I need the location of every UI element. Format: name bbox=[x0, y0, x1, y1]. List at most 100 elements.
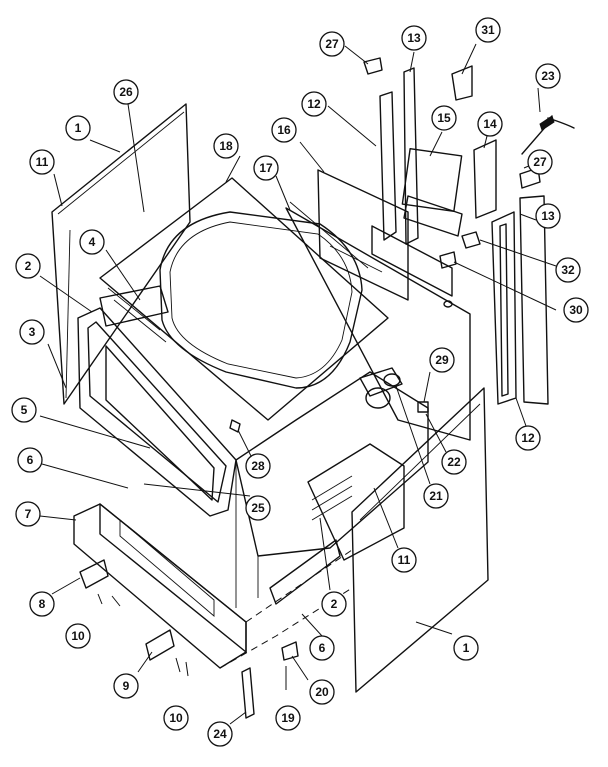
burner-parts bbox=[359, 367, 429, 413]
callout-bubble bbox=[301, 91, 327, 117]
callout-bubble bbox=[79, 229, 105, 255]
callout-27: 27 bbox=[319, 31, 345, 57]
callout-number: 32 bbox=[561, 263, 575, 277]
callout-17: 17 bbox=[253, 155, 279, 181]
callout-20: 20 bbox=[309, 679, 335, 705]
oven-body bbox=[235, 371, 429, 608]
callout-number: 27 bbox=[533, 155, 547, 169]
callout-31: 31 bbox=[475, 17, 501, 43]
callout-bubble bbox=[275, 705, 301, 731]
callout-bubble bbox=[431, 105, 457, 131]
callout-bubble bbox=[401, 25, 427, 51]
upper-side-trim bbox=[379, 67, 463, 245]
callout-number: 8 bbox=[39, 597, 46, 611]
callout-number: 2 bbox=[25, 259, 32, 273]
callout-number: 5 bbox=[21, 403, 28, 417]
callout-number: 6 bbox=[27, 453, 34, 467]
callout-number: 1 bbox=[75, 121, 82, 135]
callout-number: 12 bbox=[307, 97, 321, 111]
callout-number: 27 bbox=[325, 37, 339, 51]
callout-bubble bbox=[527, 149, 553, 175]
callout-bubble bbox=[113, 673, 139, 699]
callout-bubble bbox=[245, 453, 271, 479]
callout-number: 11 bbox=[36, 155, 49, 169]
callout-11: 11 bbox=[391, 547, 417, 573]
callout-bubble bbox=[213, 133, 239, 159]
callout-bubble bbox=[515, 425, 541, 451]
kick-panel bbox=[73, 503, 353, 669]
callout-bubble bbox=[113, 79, 139, 105]
callout-30: 30 bbox=[563, 297, 589, 323]
callout-8: 8 bbox=[29, 591, 55, 617]
callout-number: 14 bbox=[483, 117, 497, 131]
callout-bubble bbox=[563, 297, 589, 323]
callout-25: 25 bbox=[245, 495, 271, 521]
callout-number: 25 bbox=[251, 501, 265, 515]
callout-bubble bbox=[11, 397, 37, 423]
callout-bubble bbox=[555, 257, 581, 283]
callout-22: 22 bbox=[441, 449, 467, 475]
callout-bubble bbox=[207, 721, 233, 747]
callout-bubble bbox=[535, 203, 561, 229]
callout-bubble bbox=[429, 347, 455, 373]
callout-14: 14 bbox=[477, 111, 503, 137]
callout-bubble bbox=[309, 635, 335, 661]
callout-number: 30 bbox=[569, 303, 583, 317]
callout-number: 29 bbox=[435, 353, 449, 367]
oven-top bbox=[99, 177, 389, 421]
leader-lines bbox=[39, 43, 557, 725]
right-side-panel bbox=[351, 387, 489, 693]
callout-6: 6 bbox=[309, 635, 335, 661]
callout-bubble bbox=[477, 111, 503, 137]
callout-bubble bbox=[15, 253, 41, 279]
callout-5: 5 bbox=[11, 397, 37, 423]
callout-3: 3 bbox=[19, 319, 45, 345]
callout-23: 23 bbox=[535, 63, 561, 89]
callout-bubble bbox=[65, 115, 91, 141]
callout-21: 21 bbox=[423, 483, 449, 509]
callout-number: 15 bbox=[437, 111, 451, 125]
callout-bubble bbox=[535, 63, 561, 89]
callout-number: 28 bbox=[251, 459, 265, 473]
right-side-trim bbox=[491, 195, 549, 405]
callout-number: 21 bbox=[429, 489, 443, 503]
callout-bubble bbox=[245, 495, 271, 521]
callout-number: 10 bbox=[71, 629, 85, 643]
callout-4: 4 bbox=[79, 229, 105, 255]
callout-bubble bbox=[475, 17, 501, 43]
callout-bubble bbox=[163, 705, 189, 731]
callout-29: 29 bbox=[429, 347, 455, 373]
callout-32: 32 bbox=[555, 257, 581, 283]
callout-bubble bbox=[321, 591, 347, 617]
callout-bubble bbox=[423, 483, 449, 509]
callout-1: 1 bbox=[65, 115, 91, 141]
callout-bubble bbox=[319, 31, 345, 57]
callout-number: 13 bbox=[407, 31, 421, 45]
callout-number: 1 bbox=[463, 641, 470, 655]
callout-bubble bbox=[19, 319, 45, 345]
callout-number: 24 bbox=[213, 727, 227, 741]
callout-2: 2 bbox=[15, 253, 41, 279]
callout-bubble bbox=[391, 547, 417, 573]
callout-15: 15 bbox=[431, 105, 457, 131]
callout-1: 1 bbox=[453, 635, 479, 661]
hinges-and-screws bbox=[79, 419, 299, 719]
callout-number: 4 bbox=[89, 235, 96, 249]
callout-number: 9 bbox=[123, 679, 130, 693]
rear-assembly bbox=[285, 169, 471, 441]
callout-2: 2 bbox=[321, 591, 347, 617]
callout-24: 24 bbox=[207, 721, 233, 747]
callout-bubble bbox=[29, 591, 55, 617]
callout-9: 9 bbox=[113, 673, 139, 699]
callout-bubble bbox=[271, 117, 297, 143]
left-side-panel bbox=[51, 103, 191, 405]
callout-16: 16 bbox=[271, 117, 297, 143]
callout-number: 11 bbox=[398, 553, 411, 567]
callout-6: 6 bbox=[17, 447, 43, 473]
callout-number: 22 bbox=[447, 455, 461, 469]
callout-bubble bbox=[453, 635, 479, 661]
callout-13: 13 bbox=[535, 203, 561, 229]
callout-number: 31 bbox=[481, 23, 495, 37]
